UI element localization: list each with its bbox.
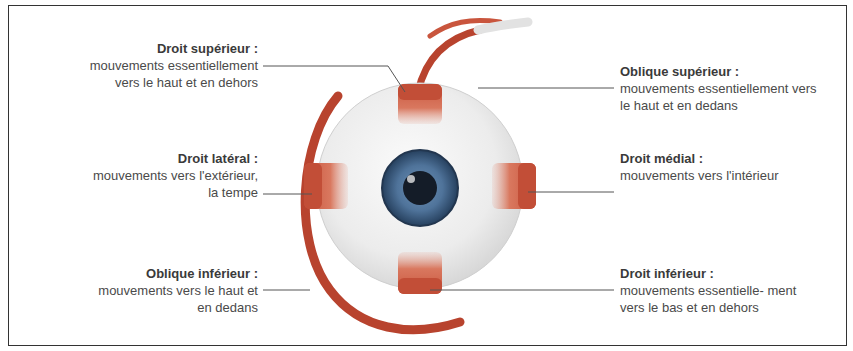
movement-description: mouvements vers le haut et en dedans <box>88 282 258 316</box>
frame <box>9 6 847 346</box>
lateral-rectus-insertion <box>304 163 322 209</box>
superior-oblique-muscle <box>418 30 480 92</box>
inferior-rectus-insertion <box>398 278 442 294</box>
superior-rectus-muscle <box>398 84 442 124</box>
movement-description: mouvements essentielle- ment vers le bas… <box>620 282 820 316</box>
iris <box>382 150 458 226</box>
inferior-rectus-muscle <box>398 252 442 294</box>
callout: Droit inférieur :mouvements essentielle-… <box>620 265 820 316</box>
movement-description: mouvements vers l'intérieur <box>620 167 820 184</box>
leader-line <box>478 88 614 89</box>
leader-line <box>263 290 310 291</box>
medial-rectus-muscle <box>492 163 536 209</box>
muscle-name: Droit médial : <box>620 150 820 167</box>
muscle-name: Droit latéral : <box>88 150 258 167</box>
highlight <box>407 175 415 183</box>
callout: Oblique inférieur :mouvements vers le ha… <box>88 265 258 316</box>
callout: Droit latéral :mouvements vers l'extérie… <box>88 150 258 201</box>
medial-rectus-insertion <box>518 163 536 209</box>
callout: Droit supérieur :mouvements essentiellem… <box>68 40 258 91</box>
leader-line <box>528 192 614 193</box>
lateral-rectus-muscle <box>304 163 348 209</box>
callout: Oblique supérieur :mouvements essentiell… <box>620 63 820 114</box>
muscle-name: Droit supérieur : <box>68 40 258 57</box>
callout: Droit médial :mouvements vers l'intérieu… <box>620 150 820 184</box>
pupil <box>403 171 437 205</box>
muscle-name: Oblique supérieur : <box>620 63 820 80</box>
movement-description: mouvements essentiellement vers le haut … <box>68 57 258 91</box>
muscle-name: Droit inférieur : <box>620 265 820 282</box>
movement-description: mouvements vers l'extérieur, la tempe <box>88 167 258 201</box>
superior-oblique-tendon <box>478 22 528 30</box>
leader-line <box>430 290 614 291</box>
leader-line <box>263 194 312 195</box>
movement-description: mouvements essentiellement vers le haut … <box>620 80 820 114</box>
leader-line <box>263 66 405 92</box>
muscle-name: Oblique inférieur : <box>88 265 258 282</box>
